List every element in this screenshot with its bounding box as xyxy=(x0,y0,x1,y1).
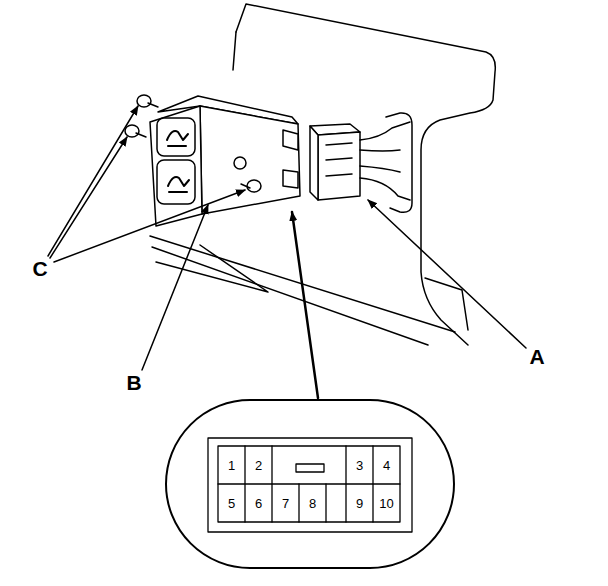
pin-number: 4 xyxy=(383,459,390,472)
connector xyxy=(310,124,360,200)
leader-line xyxy=(48,106,138,256)
callout-letter: A xyxy=(529,346,544,367)
pin-number: 7 xyxy=(282,497,289,510)
wire-harness xyxy=(360,150,400,172)
callout-letter: B xyxy=(126,372,141,393)
leader-line xyxy=(50,137,127,258)
pin-number: 1 xyxy=(228,459,235,472)
pin-number: 5 xyxy=(228,497,235,510)
pin-number: 3 xyxy=(356,459,363,472)
pin-number: 6 xyxy=(255,497,262,510)
switch-body xyxy=(150,96,300,226)
panel-line xyxy=(156,245,268,292)
connector-face xyxy=(208,438,412,532)
callout-letter: C xyxy=(32,258,47,279)
wire-harness xyxy=(360,178,410,200)
wire-harness xyxy=(360,122,410,140)
pin-number: 2 xyxy=(255,459,262,472)
trim-panel-edge xyxy=(233,32,236,70)
callout-oval xyxy=(166,400,454,568)
screw-hole xyxy=(234,157,246,169)
panel-line xyxy=(425,278,468,330)
switch-buttons xyxy=(157,118,195,204)
screws xyxy=(125,95,261,192)
panel-line xyxy=(152,247,428,345)
pin-number: 9 xyxy=(356,497,363,510)
pin-number: 8 xyxy=(309,497,316,510)
panel-opening xyxy=(386,113,412,212)
leader-line xyxy=(368,200,526,348)
view-arrow xyxy=(292,212,318,398)
pin-number: 10 xyxy=(379,497,393,510)
leader-line xyxy=(142,205,208,370)
leader-line xyxy=(54,190,245,262)
